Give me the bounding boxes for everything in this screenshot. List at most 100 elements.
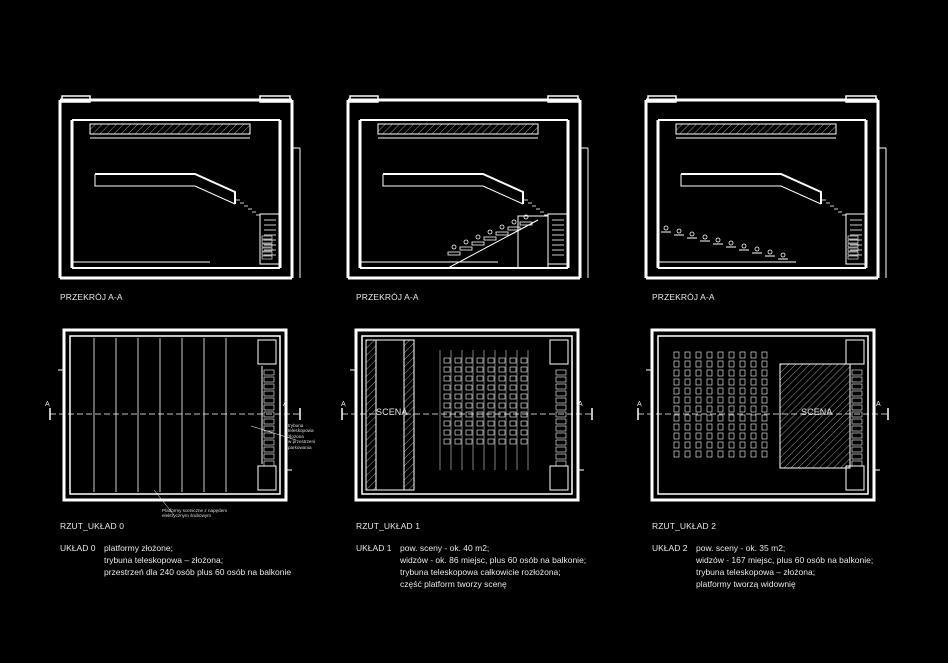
seat bbox=[739, 396, 746, 404]
seat-icon bbox=[523, 214, 529, 220]
seat bbox=[509, 438, 517, 445]
description-0: UKŁAD 0 platformy złożone; trybuna teles… bbox=[60, 542, 320, 592]
section-parapet bbox=[349, 95, 379, 103]
seat bbox=[476, 420, 484, 427]
seat bbox=[673, 369, 680, 377]
tribune-note: trybuna teleskopowa złożona w przestrzen… bbox=[288, 423, 316, 450]
seat bbox=[673, 414, 680, 422]
plan-label-0: RZUT_UKŁAD 0 bbox=[60, 521, 125, 531]
seat bbox=[717, 441, 724, 449]
seat bbox=[443, 384, 451, 391]
seat bbox=[487, 420, 495, 427]
seat bbox=[454, 420, 462, 427]
seat bbox=[761, 423, 768, 431]
plan-stair bbox=[845, 339, 865, 365]
seat bbox=[728, 387, 735, 395]
tribune-seat bbox=[851, 460, 863, 467]
seat bbox=[684, 369, 691, 377]
seat bbox=[739, 432, 746, 440]
seat bbox=[739, 378, 746, 386]
tribune-seat bbox=[263, 425, 275, 432]
tribune-seat bbox=[851, 390, 863, 397]
tribune-seat bbox=[263, 418, 275, 425]
tribune-seat bbox=[555, 390, 567, 397]
tribune-seat bbox=[555, 439, 567, 446]
tribune-step bbox=[459, 246, 473, 251]
tribune-seat bbox=[851, 369, 863, 376]
balcony-underside bbox=[382, 174, 524, 205]
seat bbox=[498, 366, 506, 373]
seat bbox=[761, 351, 768, 359]
folded-tribune bbox=[261, 255, 273, 260]
seat bbox=[443, 420, 451, 427]
plan-stair bbox=[845, 465, 865, 491]
tribune-seat bbox=[263, 439, 275, 446]
folded-tribune bbox=[261, 235, 273, 240]
seat bbox=[684, 423, 691, 431]
tribune-step bbox=[447, 251, 461, 256]
tribune-seat bbox=[555, 369, 567, 376]
seat bbox=[520, 402, 528, 409]
seat bbox=[487, 375, 495, 382]
seat bbox=[443, 402, 451, 409]
seat bbox=[509, 366, 517, 373]
seat bbox=[443, 438, 451, 445]
plan-outer-wall bbox=[62, 328, 288, 502]
seat bbox=[476, 393, 484, 400]
plan-stair bbox=[549, 465, 569, 491]
seat bbox=[739, 441, 746, 449]
tribune-seat bbox=[555, 411, 567, 418]
seat bbox=[498, 384, 506, 391]
seat bbox=[454, 402, 462, 409]
seat bbox=[465, 429, 473, 436]
tribune-seat bbox=[851, 418, 863, 425]
tribune-step bbox=[495, 231, 509, 236]
seat bbox=[706, 378, 713, 386]
seat bbox=[476, 438, 484, 445]
description-line: widzów - 167 miejsc, plus 60 osób na bal… bbox=[696, 555, 874, 565]
layout-key-2: UKŁAD 2 bbox=[652, 543, 688, 553]
seat bbox=[487, 411, 495, 418]
seat-icon bbox=[487, 229, 493, 235]
section-parapet bbox=[547, 95, 579, 103]
seat bbox=[454, 438, 462, 445]
seat bbox=[476, 375, 484, 382]
seat bbox=[706, 432, 713, 440]
seat bbox=[465, 402, 473, 409]
tribune-seat bbox=[555, 460, 567, 467]
seat bbox=[728, 396, 735, 404]
tribune-seat bbox=[555, 446, 567, 453]
seat bbox=[684, 432, 691, 440]
folded-tribune bbox=[847, 239, 859, 244]
seat bbox=[509, 402, 517, 409]
balcony-underside bbox=[680, 174, 822, 205]
seat bbox=[728, 414, 735, 422]
seat bbox=[695, 351, 702, 359]
stage-center bbox=[375, 339, 405, 491]
seat bbox=[673, 423, 680, 431]
description-line: platformy tworzą widownię bbox=[696, 579, 796, 589]
seat bbox=[487, 357, 495, 364]
seat bbox=[750, 450, 757, 458]
folded-tribune bbox=[847, 255, 859, 260]
seat bbox=[717, 450, 724, 458]
seat bbox=[454, 375, 462, 382]
tribune-slope bbox=[447, 219, 539, 269]
seat bbox=[673, 387, 680, 395]
seat bbox=[739, 450, 746, 458]
seat bbox=[498, 411, 506, 418]
seat bbox=[739, 351, 746, 359]
seat bbox=[465, 438, 473, 445]
platform-note: Platformy sceniczne z napędem elektryczn… bbox=[162, 508, 228, 519]
lighting-truss bbox=[377, 123, 539, 135]
seat bbox=[443, 366, 451, 373]
tribune-seat bbox=[555, 453, 567, 460]
seat bbox=[509, 429, 517, 436]
seat-icon bbox=[451, 244, 457, 250]
stage-area bbox=[779, 363, 851, 469]
seat bbox=[761, 387, 768, 395]
tribune-seat bbox=[555, 397, 567, 404]
tribune-block bbox=[517, 215, 549, 269]
seat bbox=[739, 387, 746, 395]
tribune-seat bbox=[263, 404, 275, 411]
